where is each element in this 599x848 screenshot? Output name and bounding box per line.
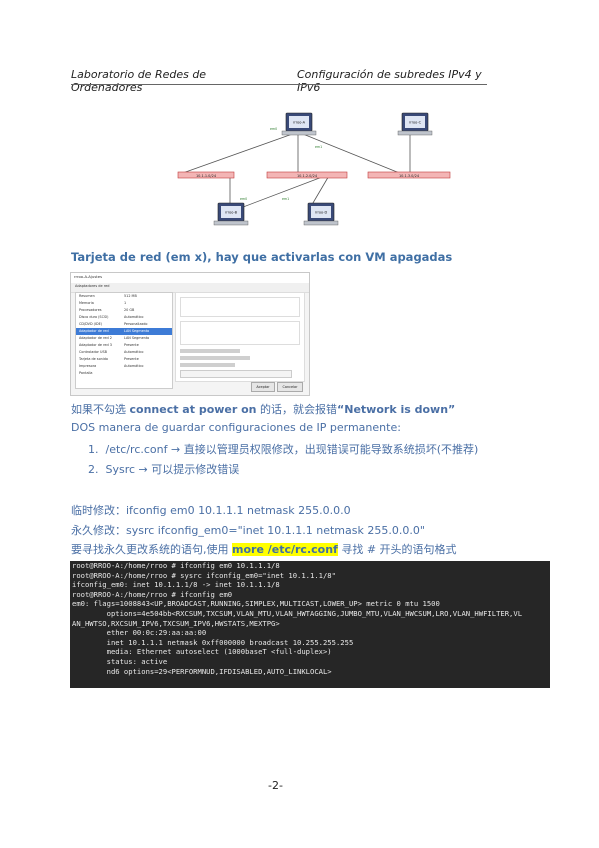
link-label-2: em1: [315, 145, 322, 149]
device-summary: Presente: [124, 357, 139, 361]
dialog-title: rrroo-A-Ajustes: [71, 273, 309, 283]
device-list-item[interactable]: Adaptador de red 2 LAN Segmento: [76, 335, 172, 342]
net-label-2: 10.1.2.0/24: [297, 174, 318, 178]
header-right: Configuración de subredes IPv4 y IPv6: [297, 68, 482, 94]
device-list-item[interactable]: Adaptador de red LAN Segmento: [76, 328, 172, 335]
perm-command: 永久修改：sysrc ifconfig_em0="inet 10.1.1.1 n…: [71, 524, 425, 537]
terminal-line: em0: flags=1008843<UP,BROADCAST,RUNNING,…: [72, 599, 440, 609]
list-item: 2. Sysrc → 可以提示修改错误: [88, 463, 240, 476]
ok-button[interactable]: Aceptar: [251, 382, 275, 392]
device-list-item[interactable]: Disco duro (SCSI) Automático: [76, 314, 172, 321]
link-label-1: em0: [270, 127, 277, 131]
device-settings-panel: [175, 292, 305, 382]
device-name: Adaptador de red 3: [79, 343, 112, 347]
cancel-button[interactable]: Cancelar: [277, 382, 303, 392]
device-summary: 20 GB: [124, 308, 135, 312]
device-name: Resumen: [79, 294, 95, 298]
device-name: Controlador USB: [79, 350, 107, 354]
link-label-3: em0: [240, 197, 247, 201]
list-item: 1. /etc/rc.conf → 直接以管理员权限修改，出现错误可能导致系统损…: [88, 443, 479, 456]
terminal-line: options=4e504bb<RXCSUM,TXCSUM,VLAN_MTU,V…: [72, 608, 523, 618]
device-summary: Personalizado: [124, 322, 148, 326]
device-name: Memoria: [79, 301, 94, 305]
terminal-line: ether 00:0c:29:aa:aa:00: [72, 628, 207, 638]
pc-icon-a: rrroo-A: [281, 112, 317, 136]
device-name: Impresora: [79, 364, 97, 368]
network-diagram: 10.1.1.0/24 10.1.2.0/24 10.1.3.0/24 rrro…: [177, 112, 451, 226]
terminal-line: ifconfig_em0: inet 10.1.1.1/8 -> inet 10…: [72, 580, 280, 590]
device-summary: Presente: [124, 343, 139, 347]
device-list-item[interactable]: Procesadores 20 GB: [76, 307, 172, 314]
link-label-4: em1: [282, 197, 289, 201]
pc-icon-d: rrroo-D: [303, 202, 339, 226]
svg-text:rrroo-C: rrroo-C: [409, 121, 422, 125]
find-instruction: 要寻找永久更改系统的语句,使用 more /etc/rc.conf 寻找 # 开…: [71, 543, 457, 556]
device-summary: Automático: [124, 315, 144, 319]
device-list-item[interactable]: Tarjeta de sonido Presente: [76, 356, 172, 363]
terminal-line: root@RROO-A:/home/rroo # ifconfig em0 10…: [72, 561, 280, 570]
device-list-item[interactable]: CD/DVD (IDE) Personalizado: [76, 321, 172, 328]
device-name: Procesadores: [79, 308, 102, 312]
warning-paragraph: 如果不勾选 connect at power on 的话，就会报错“Networ…: [71, 403, 456, 416]
device-list-item[interactable]: Adaptador de red 3 Presente: [76, 342, 172, 349]
header-left: Laboratorio de Redes de Ordenadores: [71, 68, 207, 94]
terminal-line: root@RROO-A:/home/rroo # sysrc ifconfig_…: [72, 570, 336, 580]
terminal-output: root@RROO-A:/home/rroo # ifconfig em0 10…: [70, 561, 550, 688]
device-name: Pantalla: [79, 371, 93, 375]
device-summary: LAN Segmento: [124, 329, 150, 333]
device-list-item[interactable]: Controlador USB Automático: [76, 349, 172, 356]
terminal-line: media: Ethernet autoselect (1000baseT <f…: [72, 647, 332, 657]
page-number: -2-: [268, 779, 283, 792]
device-summary: 512 MB: [124, 294, 137, 298]
terminal-line: nd6 options=29<PERFORMNUD,IFDISABLED,AUT…: [72, 666, 332, 676]
terminal-line: root@RROO-A:/home/rroo # ifconfig em0: [72, 589, 233, 599]
svg-text:rrroo-A: rrroo-A: [293, 121, 306, 125]
pc-icon-c: rrroo-C: [397, 112, 433, 136]
device-name: Adaptador de red 2: [79, 336, 112, 340]
device-summary: 1: [124, 301, 127, 305]
methods-intro: DOS manera de guardar configuraciones de…: [71, 421, 401, 434]
terminal-line: status: active: [72, 656, 168, 666]
terminal-line: inet 10.1.1.1 netmask 0xff000000 broadca…: [72, 637, 354, 647]
svg-text:rrroo-B: rrroo-B: [225, 211, 238, 215]
vm-settings-dialog: rrroo-A-Ajustes Adaptadores de red Resum…: [70, 272, 310, 396]
device-list-item[interactable]: Resumen 512 MB: [76, 293, 172, 300]
device-name: Tarjeta de sonido: [79, 357, 108, 361]
device-list-item[interactable]: Memoria 1: [76, 300, 172, 307]
header-rule: [71, 84, 487, 85]
device-list-item[interactable]: Impresora Automático: [76, 363, 172, 370]
net-label-3: 10.1.3.0/24: [399, 174, 420, 178]
device-summary: LAN Segmento: [124, 336, 150, 340]
device-name: CD/DVD (IDE): [79, 322, 103, 326]
device-summary: Automático: [124, 364, 144, 368]
net-label-1: 10.1.1.0/24: [196, 174, 217, 178]
highlighted-command: more /etc/rc.conf: [232, 543, 338, 556]
terminal-line: AN_HWTSO,RXCSUM_IPV6,TXCSUM_IPV6,HWSTATS…: [72, 618, 280, 628]
device-summary: Automático: [124, 350, 144, 354]
section-title: Tarjeta de red (em x), hay que activarla…: [71, 250, 453, 264]
temp-command: 临时修改：ifconfig em0 10.1.1.1 netmask 255.0…: [71, 504, 351, 517]
device-list-item[interactable]: Pantalla: [76, 370, 172, 377]
device-name: Adaptador de red: [79, 329, 109, 333]
svg-text:rrroo-D: rrroo-D: [315, 211, 328, 215]
pc-icon-b: rrroo-B: [213, 202, 249, 226]
device-name: Disco duro (SCSI): [79, 315, 109, 319]
